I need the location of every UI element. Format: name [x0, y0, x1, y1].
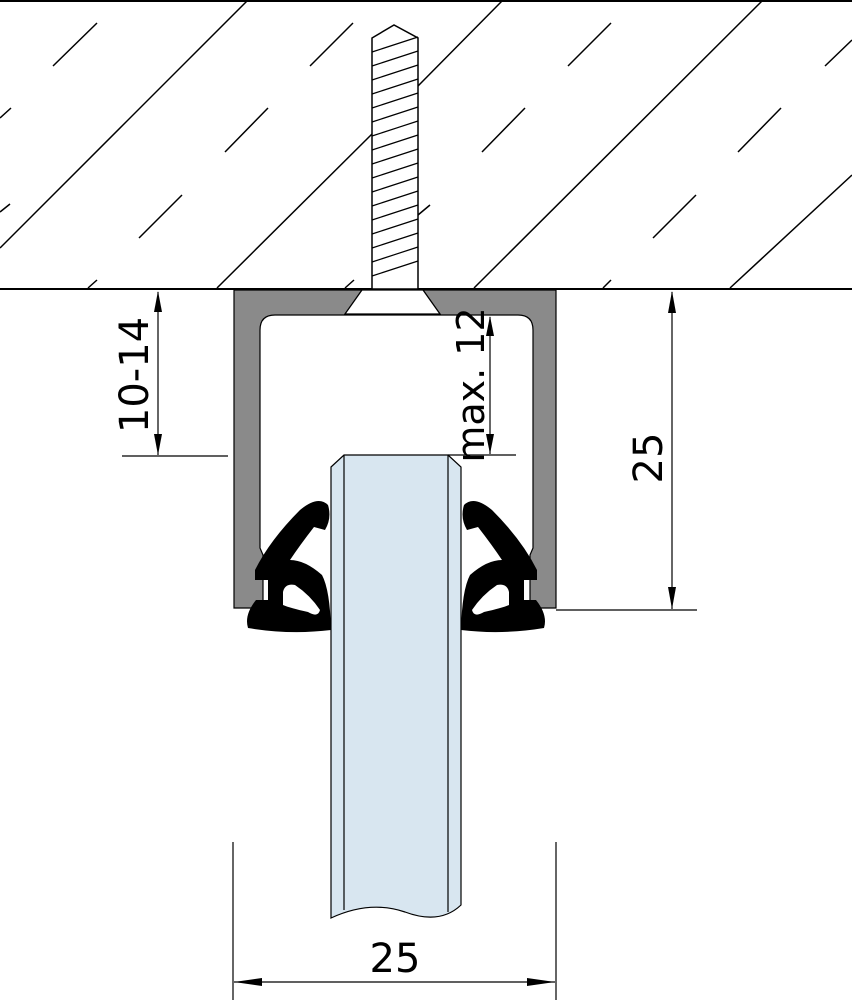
dimension-label-ceiling-gap: 10-14 — [112, 317, 158, 433]
hatch-line-short — [138, 194, 183, 239]
screw-head-recess — [343, 289, 442, 315]
thread-line — [371, 162, 419, 179]
arrowhead-right — [527, 978, 555, 986]
hatch-line-short — [737, 107, 782, 153]
hatch-line-long — [729, 174, 852, 289]
thread-line — [371, 120, 419, 137]
thread-line — [371, 204, 419, 221]
arrowhead-down — [486, 434, 494, 454]
thread-line — [371, 190, 419, 207]
thread-line — [371, 50, 419, 67]
ceiling-hatching — [0, 0, 852, 289]
dimension-label-glass-insertion: max. 12 — [449, 307, 493, 462]
ceiling — [0, 0, 852, 290]
u-profile — [233, 289, 557, 609]
hatch-line-long — [216, 133, 373, 289]
arrowhead-up — [154, 291, 162, 312]
hatch-line-short — [481, 107, 526, 153]
thread-line — [371, 36, 419, 53]
arrowhead-up — [668, 291, 676, 313]
screw — [371, 24, 419, 290]
hatch-line-long — [0, 0, 248, 249]
thread-line — [371, 106, 419, 123]
hatch-line-short — [52, 22, 98, 67]
dimension-profile-height: 25 — [556, 291, 697, 611]
dimension-label-profile-width: 25 — [370, 936, 421, 982]
thread-line — [371, 78, 419, 95]
hatch-line-short — [224, 107, 269, 153]
thread-line — [371, 134, 419, 151]
hatch-line-long — [473, 0, 763, 289]
dimension-profile-width: 25 — [232, 842, 557, 1000]
arrowhead-down — [154, 434, 162, 455]
glass-panel — [330, 454, 462, 919]
hatch-line-short — [567, 22, 612, 67]
gasket-right — [461, 501, 545, 633]
hatch-line-short — [344, 279, 355, 289]
hatch-line-short — [309, 22, 354, 67]
dimension-label-profile-height: 25 — [626, 433, 672, 484]
hatch-line-short — [87, 279, 98, 289]
thread-line — [371, 176, 419, 193]
hatch-line-long — [417, 0, 503, 87]
gasket-left — [247, 501, 331, 633]
thread-line — [371, 260, 419, 277]
arrowhead-down — [668, 587, 676, 609]
thread-line — [371, 246, 419, 263]
dimension-ceiling-gap: 10-14 — [112, 291, 228, 457]
thread-line — [371, 92, 419, 109]
thread-line — [371, 232, 419, 249]
hatch-line-short — [417, 204, 431, 216]
hatch-line-short — [602, 279, 612, 289]
dimension-glass-insertion: max. 12 — [448, 307, 516, 463]
arrowhead-up — [486, 316, 494, 336]
arrowhead-left — [234, 978, 262, 986]
screw-thread — [371, 36, 419, 277]
gasket-left-hollow — [283, 584, 320, 615]
thread-line — [371, 218, 419, 235]
hatch-line-short — [652, 194, 697, 239]
hatch-line-short — [824, 39, 852, 67]
thread-line — [371, 64, 419, 81]
hatch-line-short — [0, 107, 12, 119]
hatch-line-short — [0, 203, 11, 213]
gasket-right-hollow — [472, 584, 509, 615]
thread-line — [371, 148, 419, 165]
